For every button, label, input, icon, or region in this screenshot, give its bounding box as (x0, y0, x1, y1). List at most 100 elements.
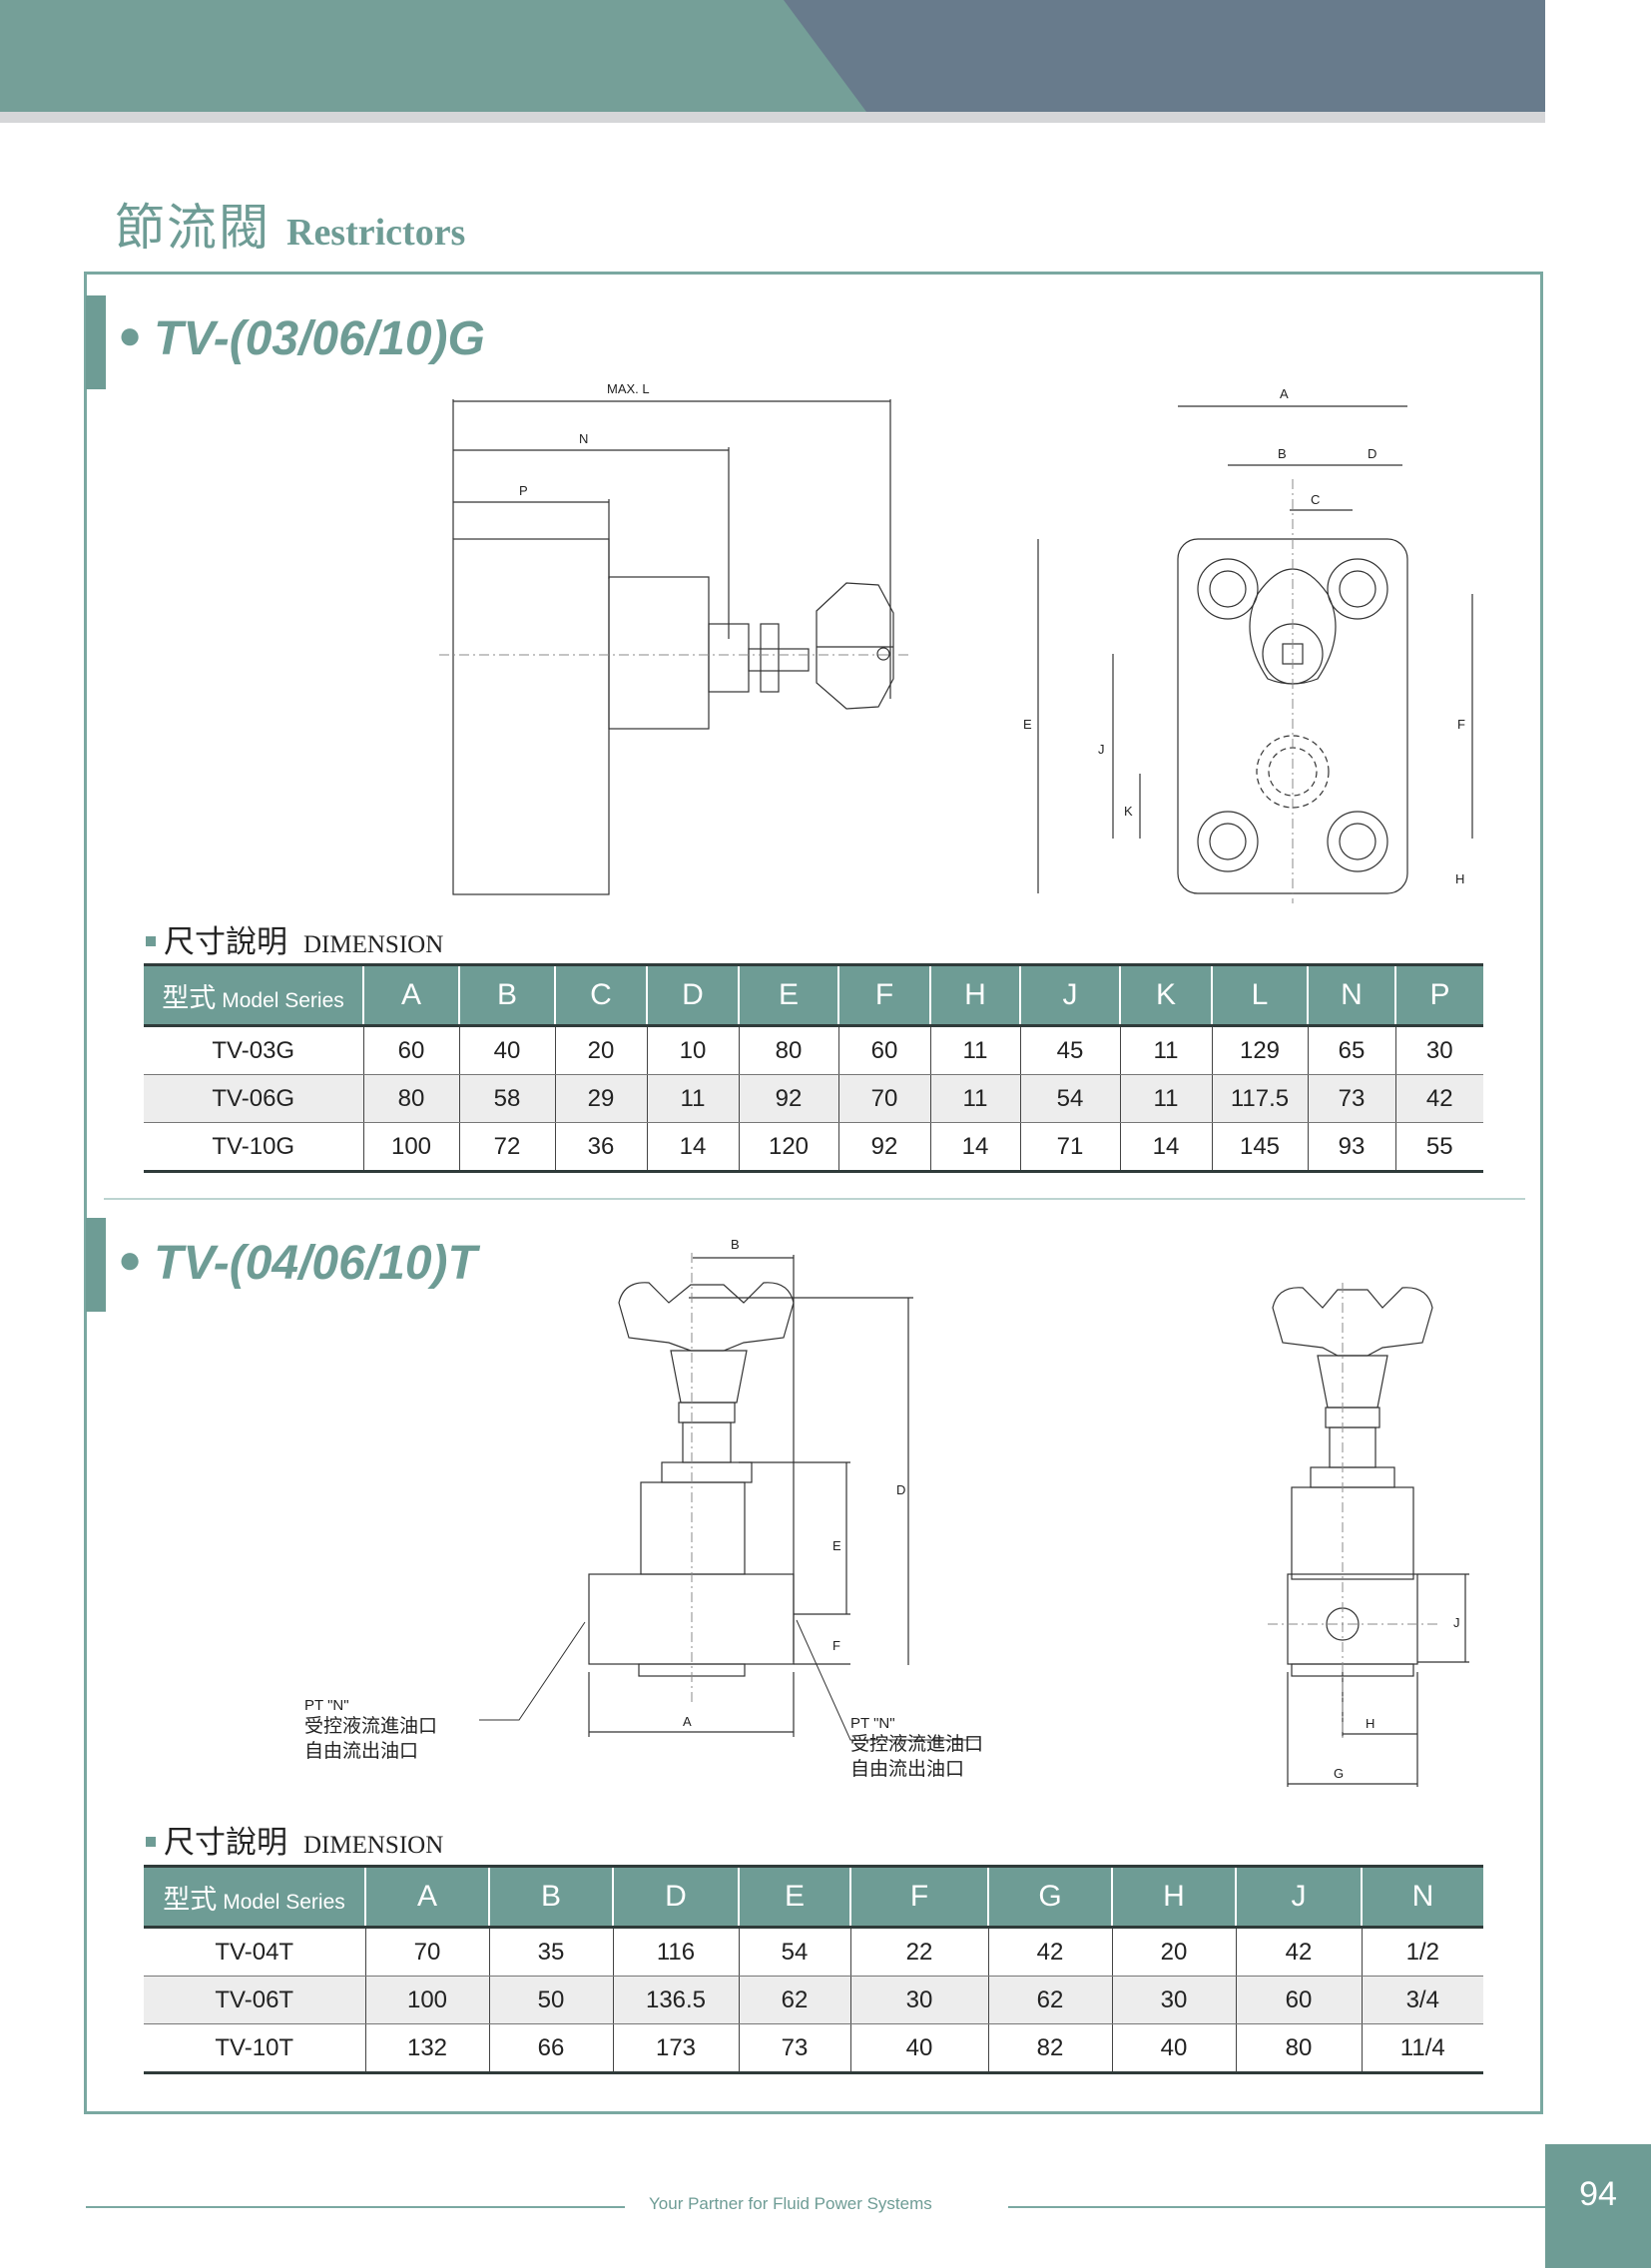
col-header: N (1361, 1865, 1483, 1929)
section-g-title-text: TV-(03/06/10)G (154, 312, 485, 365)
col-header: K (1119, 963, 1212, 1027)
table-cell: 55 (1394, 1122, 1483, 1173)
label-e: E (832, 1538, 841, 1553)
col-header: H (929, 963, 1020, 1027)
table-cell: 11 (1119, 1025, 1212, 1075)
label-b: B (1278, 446, 1287, 461)
table-cell: 40 (849, 2023, 988, 2074)
col-header: E (738, 1865, 850, 1929)
table-cell: 54 (1019, 1074, 1120, 1123)
port-note-pt: PT "N" (850, 1715, 895, 1732)
page-title-cn: 節流閥 (115, 199, 271, 257)
col-header: F (837, 963, 930, 1027)
drawing-t-front-view: B D E F A (479, 1237, 980, 1741)
col-header: J (1019, 963, 1120, 1027)
table-cell: TV-06T (144, 1976, 365, 2024)
drawing-g-front-view: A B D C E F H J K (1023, 386, 1473, 903)
table-cell: 173 (612, 2023, 739, 2074)
table-cell: 30 (1394, 1025, 1483, 1075)
col-header: A (362, 963, 459, 1027)
table-cell: 60 (837, 1025, 930, 1075)
table-cell: 71 (1019, 1122, 1120, 1173)
col-header: C (554, 963, 647, 1027)
label-p: P (519, 483, 528, 498)
table-cell: 20 (1111, 1927, 1236, 1977)
table-cell: 42 (987, 1927, 1112, 1977)
table-cell: 42 (1235, 1927, 1362, 1977)
col-header: D (646, 963, 739, 1027)
label-b: B (731, 1237, 740, 1252)
col-header: G (987, 1865, 1112, 1929)
table-cell: 73 (1307, 1074, 1395, 1123)
table-cell: 11/4 (1361, 2023, 1483, 2074)
table-cell: 11 (929, 1025, 1020, 1075)
table-cell: TV-10G (144, 1122, 363, 1173)
section-g-bar (86, 295, 106, 389)
dimension-label-cn: 尺寸說明 (164, 924, 287, 960)
square-bullet-icon (146, 1837, 156, 1847)
table-cell: 14 (1119, 1122, 1212, 1173)
table-cell: 65 (1307, 1025, 1395, 1075)
table-cell: 82 (987, 2023, 1112, 2074)
col-header: N (1307, 963, 1395, 1027)
table-cell: 132 (364, 2023, 489, 2074)
table-cell: 129 (1211, 1025, 1308, 1075)
table-cell: 30 (1111, 1976, 1236, 2024)
table-cell: 100 (364, 1976, 489, 2024)
square-bullet-icon (146, 936, 156, 946)
table-cell: 93 (1307, 1122, 1395, 1173)
section-g-title: ●TV-(03/06/10)G (118, 311, 485, 366)
table-cell: 14 (646, 1122, 739, 1173)
table-cell: 62 (738, 1976, 850, 2024)
port-note-line1: 受控液流進油口 (850, 1733, 984, 1755)
section-divider (104, 1198, 1525, 1200)
table-cell: 10 (646, 1025, 739, 1075)
footer-tagline: Your Partner for Fluid Power Systems (649, 2194, 932, 2213)
table-row: TV-06T 100 50 136.5 62 30 62 30 60 3/4 (144, 1976, 1483, 2024)
table-cell: TV-04T (144, 1927, 365, 1977)
table-row: TV-03G 60 40 20 10 80 60 11 45 11 129 65… (144, 1025, 1483, 1075)
table-cell: 45 (1019, 1025, 1120, 1075)
table-cell: 60 (362, 1025, 459, 1075)
table-cell: 136.5 (612, 1976, 739, 2024)
label-a: A (683, 1714, 692, 1729)
table-cell: 62 (987, 1976, 1112, 2024)
table-row: TV-10T 132 66 173 73 40 82 40 80 11/4 (144, 2023, 1483, 2074)
drawing-t-side-view: J H G (1268, 1283, 1469, 1787)
port-note-pt: PT "N" (304, 1697, 349, 1714)
label-h: H (1455, 871, 1464, 886)
footer-rule-right (1008, 2206, 1545, 2208)
table-row: TV-04T 70 35 116 54 22 42 20 42 1/2 (144, 1927, 1483, 1977)
table-cell: 50 (488, 1976, 613, 2024)
table-row: TV-06G 80 58 29 11 92 70 11 54 11 117.5 … (144, 1074, 1483, 1123)
table-cell: 1/2 (1361, 1927, 1483, 1977)
dimension-label-cn: 尺寸說明 (164, 1825, 287, 1861)
table-cell: 92 (738, 1074, 838, 1123)
dimension-label-en: DIMENSION (303, 931, 444, 958)
col-header: L (1211, 963, 1308, 1027)
table-cell: 40 (1111, 2023, 1236, 2074)
table-cell: 35 (488, 1927, 613, 1977)
label-a: A (1280, 386, 1289, 401)
table-cell: 11 (929, 1074, 1020, 1123)
label-e: E (1023, 717, 1032, 732)
banner-strip (0, 112, 1545, 123)
label-d: D (896, 1482, 905, 1497)
port-note-line1: 受控液流進油口 (304, 1715, 438, 1737)
table-cell: 3/4 (1361, 1976, 1483, 2024)
col-header: H (1111, 1865, 1236, 1929)
port-note-right: PT "N" 受控液流進油口 自由流出油口 (850, 1715, 983, 1782)
label-f: F (1457, 717, 1465, 732)
col-header: J (1235, 1865, 1362, 1929)
col-header: F (849, 1865, 988, 1929)
col-header: B (458, 963, 555, 1027)
table-cell: 14 (929, 1122, 1020, 1173)
table-cell: 40 (458, 1025, 555, 1075)
table-cell: 36 (554, 1122, 647, 1173)
table-cell: 29 (554, 1074, 647, 1123)
col-header: D (612, 1865, 739, 1929)
